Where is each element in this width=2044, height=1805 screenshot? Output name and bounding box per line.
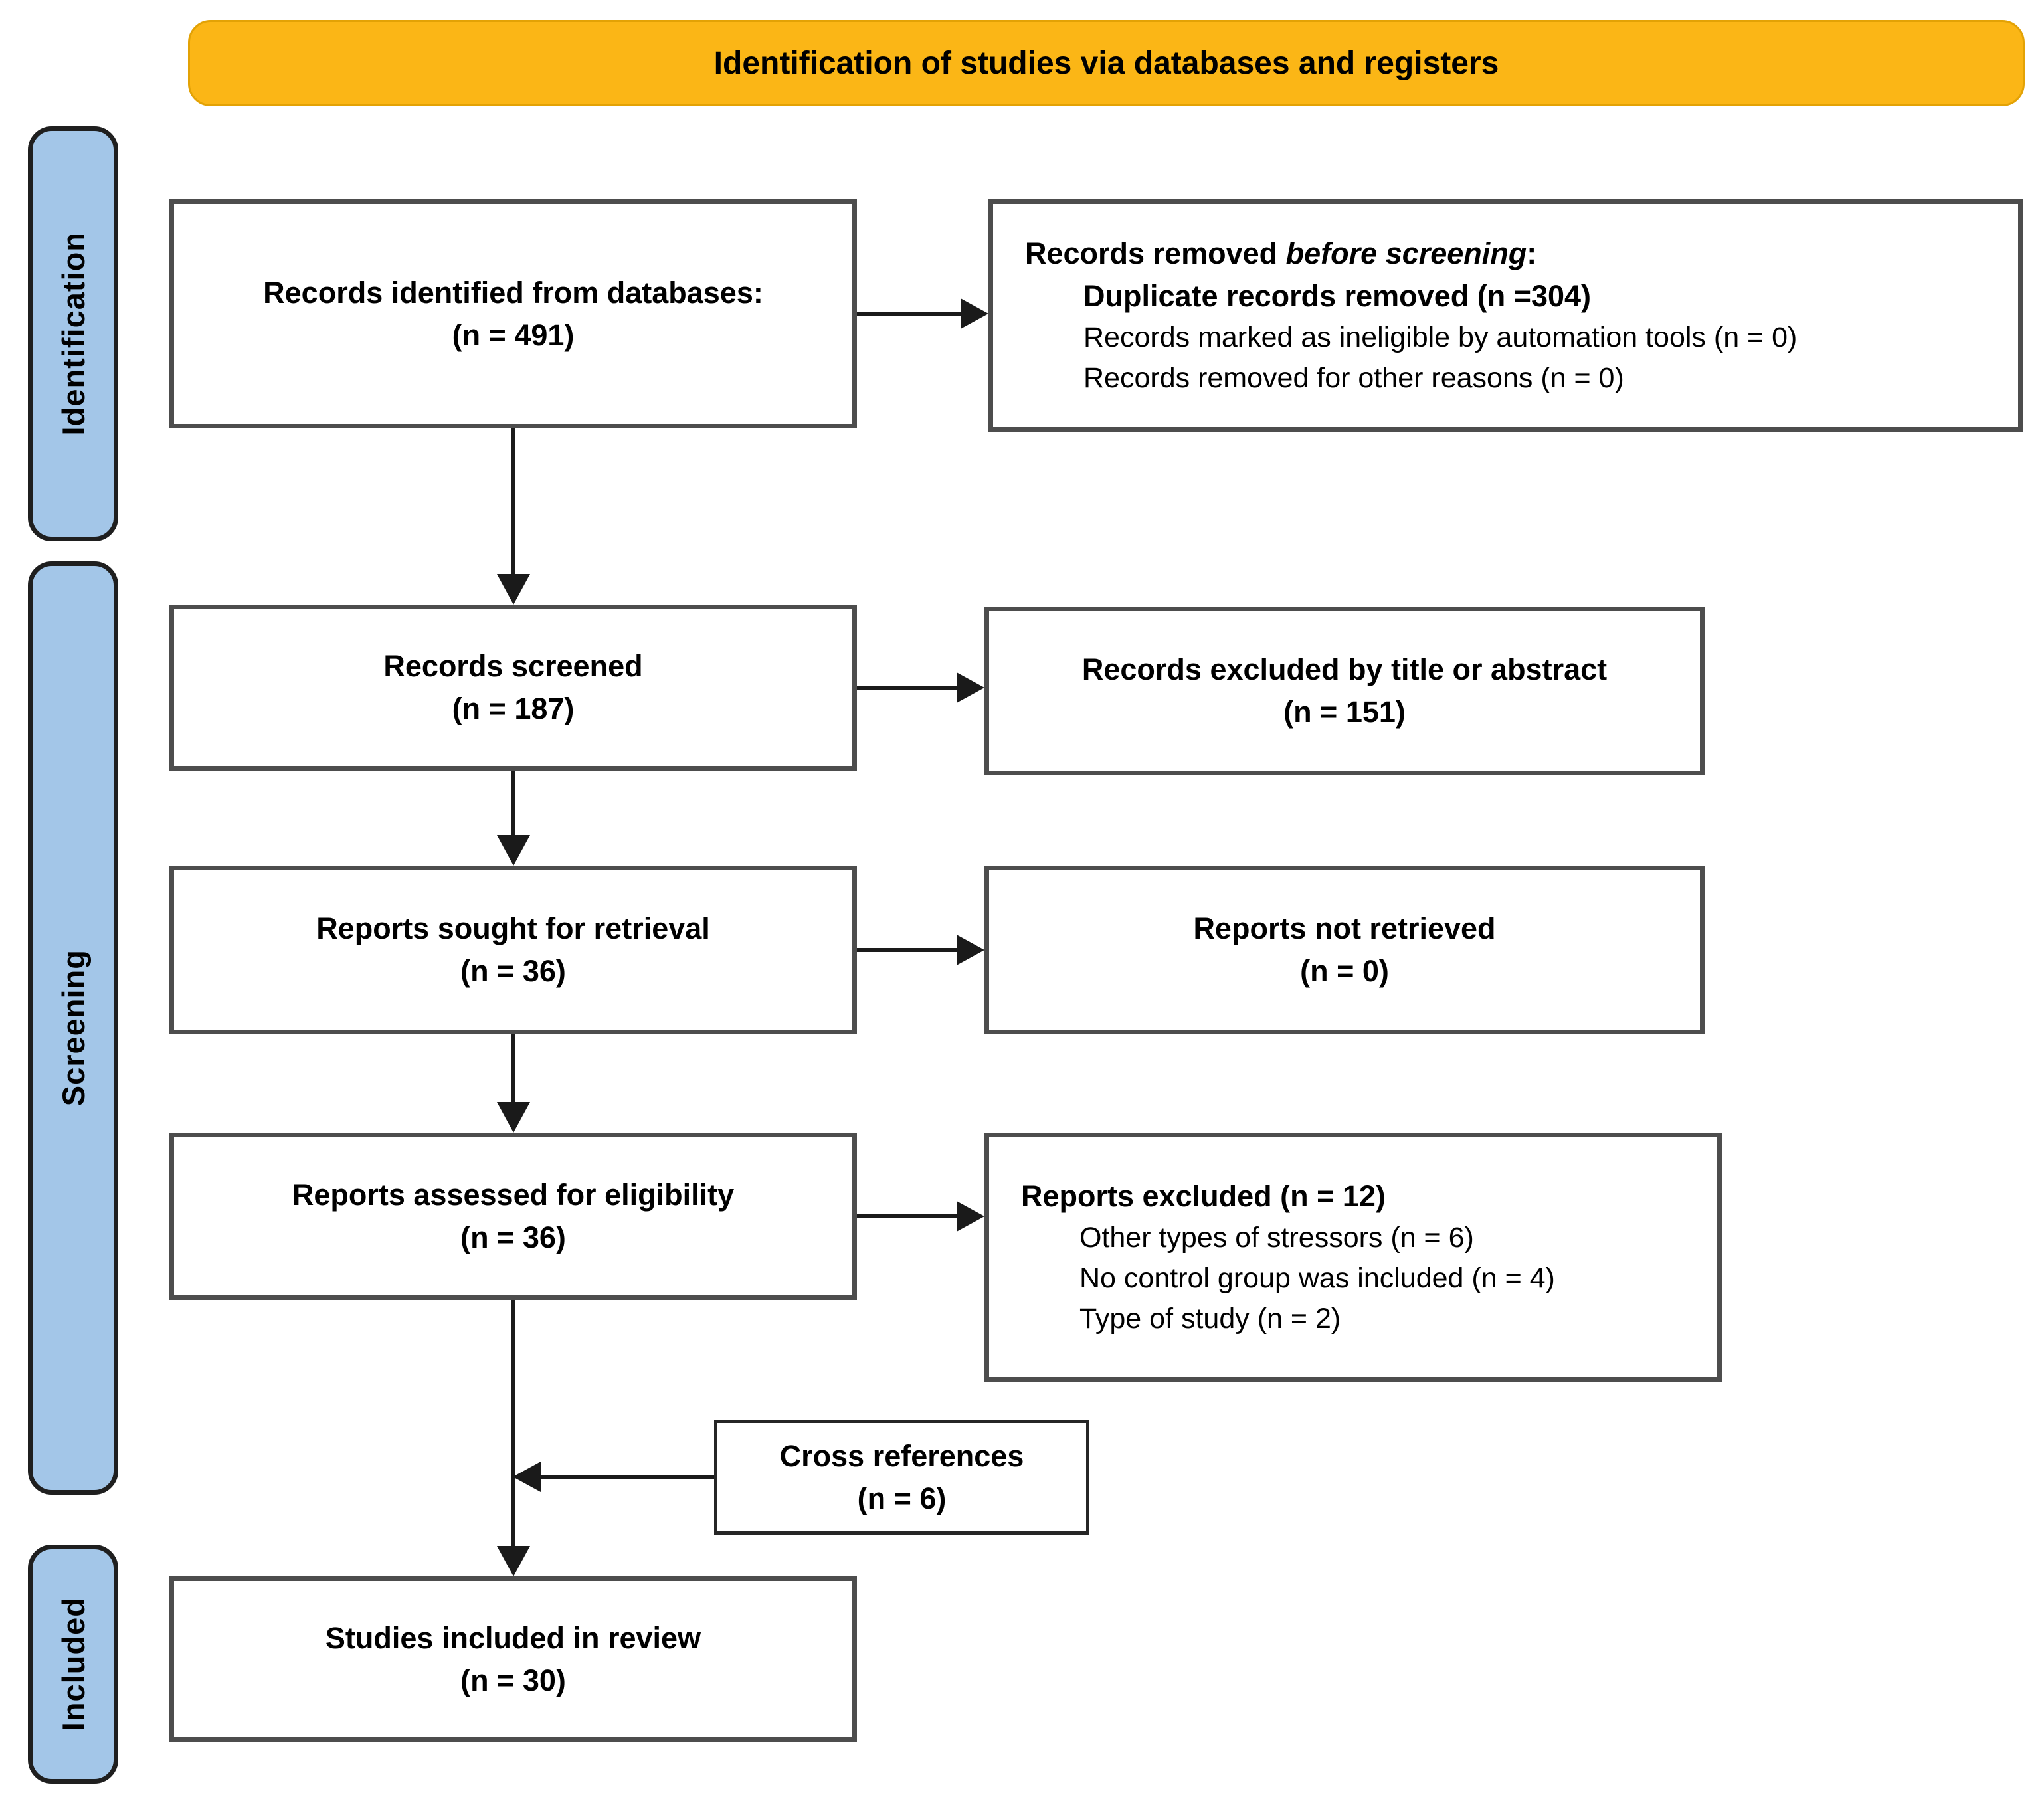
connector-screened-to-excluded-line xyxy=(857,686,958,690)
box-studies-included-count: (n = 30) xyxy=(460,1663,566,1697)
arrow-assessed-to-excluded xyxy=(957,1201,984,1232)
excluded-item-stressors: Other types of stressors (n = 6) xyxy=(1079,1221,1474,1254)
box-records-excluded-line1: Records excluded by title or abstract xyxy=(1081,652,1608,687)
arrow-sought-to-assessed xyxy=(497,1102,530,1133)
stage-label-screening: Screening xyxy=(28,561,118,1495)
stage-label-screening-text: Screening xyxy=(55,949,91,1107)
stage-label-included-text: Included xyxy=(55,1597,91,1731)
removed-item-duplicates: Duplicate records removed (n =304) xyxy=(1083,278,1592,313)
box-records-removed: Records removed before screening: Duplic… xyxy=(988,199,2023,432)
removed-heading-prefix: Records removed xyxy=(1025,237,1286,271)
stage-label-identification: Identification xyxy=(28,126,118,541)
connector-sought-to-not-retrieved-line xyxy=(857,948,958,952)
stage-label-included: Included xyxy=(28,1545,118,1784)
connector-identified-to-removed-line xyxy=(857,312,962,316)
connector-assessed-to-excluded-line xyxy=(857,1214,958,1218)
connector-assessed-to-included-line xyxy=(511,1300,515,1547)
banner-title-label: Identification of studies via databases … xyxy=(713,45,1499,81)
connector-sought-to-assessed-line xyxy=(511,1034,515,1104)
excluded-item-study-type: Type of study (n = 2) xyxy=(1079,1302,1341,1335)
box-reports-not-retrieved: Reports not retrieved (n = 0) xyxy=(984,866,1705,1034)
connector-screened-to-sought-line xyxy=(511,771,515,837)
box-reports-assessed: Reports assessed for eligibility (n = 36… xyxy=(169,1133,857,1300)
arrow-identified-to-removed xyxy=(961,298,988,329)
arrow-sought-to-not-retrieved xyxy=(957,935,984,965)
removed-item-other: Records removed for other reasons (n = 0… xyxy=(1083,361,1624,394)
box-reports-assessed-count: (n = 36) xyxy=(460,1220,566,1254)
box-studies-included: Studies included in review (n = 30) xyxy=(169,1576,857,1742)
arrow-screened-to-sought xyxy=(497,835,530,866)
box-reports-excluded: Reports excluded (n = 12) Other types of… xyxy=(984,1133,1722,1382)
banner-title: Identification of studies via databases … xyxy=(188,20,2025,106)
connector-identified-to-screened-line xyxy=(511,428,515,578)
box-reports-sought-count: (n = 36) xyxy=(460,954,566,988)
box-reports-assessed-line1: Reports assessed for eligibility xyxy=(292,1178,735,1212)
box-records-screened-line1: Records screened xyxy=(383,649,643,684)
removed-item-automation: Records marked as ineligible by automati… xyxy=(1083,321,1798,353)
removed-heading-suffix: : xyxy=(1527,237,1537,271)
box-records-screened: Records screened (n = 187) xyxy=(169,605,857,771)
box-records-identified-line1: Records identified from databases: xyxy=(263,275,763,310)
box-records-identified-count: (n = 491) xyxy=(452,318,575,352)
arrow-screened-to-excluded xyxy=(957,672,984,703)
arrow-identified-to-screened xyxy=(497,574,530,605)
box-records-excluded-count: (n = 151) xyxy=(1283,695,1406,729)
box-reports-not-retrieved-count: (n = 0) xyxy=(1300,954,1389,988)
box-records-screened-count: (n = 187) xyxy=(452,692,575,725)
box-cross-references: Cross references (n = 6) xyxy=(714,1420,1089,1535)
box-reports-sought-line1: Reports sought for retrieval xyxy=(316,911,710,946)
box-records-removed-heading: Records removed before screening: xyxy=(1025,233,1536,275)
box-reports-not-retrieved-line1: Reports not retrieved xyxy=(1193,911,1496,946)
arrow-cross-references-to-flow xyxy=(513,1462,541,1492)
arrow-assessed-to-included xyxy=(497,1546,530,1576)
box-studies-included-line1: Studies included in review xyxy=(325,1620,701,1655)
box-reports-excluded-heading: Reports excluded (n = 12) xyxy=(1021,1179,1386,1213)
connector-cross-references-line xyxy=(539,1475,714,1479)
box-reports-sought: Reports sought for retrieval (n = 36) xyxy=(169,866,857,1034)
box-cross-references-line1: Cross references xyxy=(779,1438,1024,1473)
box-cross-references-count: (n = 6) xyxy=(857,1481,947,1515)
box-records-excluded-title-abstract: Records excluded by title or abstract (n… xyxy=(984,607,1705,775)
box-records-identified: Records identified from databases: (n = … xyxy=(169,199,857,428)
stage-label-identification-text: Identification xyxy=(55,232,91,436)
removed-heading-italic: before screening xyxy=(1285,237,1527,271)
excluded-item-no-control: No control group was included (n = 4) xyxy=(1079,1262,1555,1294)
